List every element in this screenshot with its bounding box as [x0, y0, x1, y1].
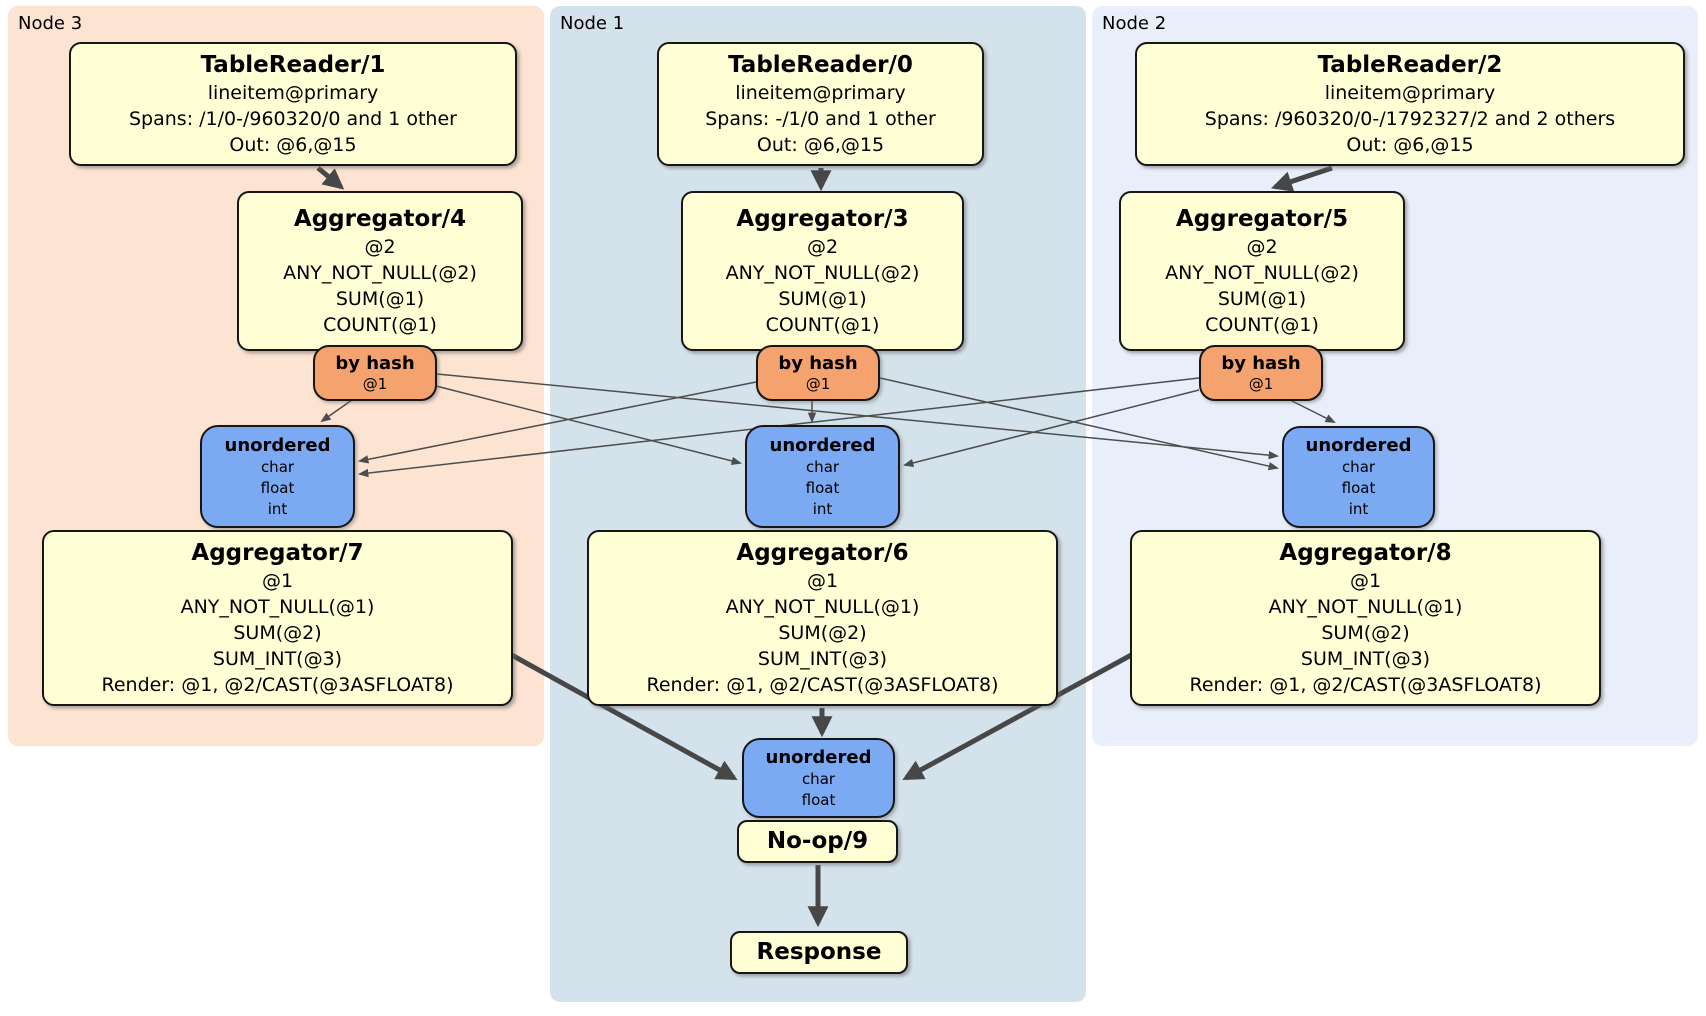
node-aggregator-8: Aggregator/8 @1 ANY_NOT_NULL(@1) SUM(@2)…	[1130, 530, 1601, 706]
node-tablereader-2: TableReader/2 lineitem@primary Spans: /9…	[1135, 42, 1685, 166]
router-columns: @1	[1248, 375, 1274, 393]
node-spans: Spans: -/1/0 and 1 other	[705, 107, 936, 130]
sync-column-type: char	[260, 457, 295, 476]
node-tablereader-0: TableReader/0 lineitem@primary Spans: -/…	[657, 42, 984, 166]
panel-node-1-label: Node 1	[560, 13, 625, 34]
node-agg-fn: SUM(@1)	[1217, 287, 1307, 310]
sync-title: unordered	[1305, 435, 1412, 456]
sync-title: unordered	[769, 434, 876, 456]
node-title: No-op/9	[766, 828, 869, 854]
node-index: lineitem@primary	[1324, 81, 1496, 104]
sync-unordered-final: unordered char float	[742, 738, 895, 818]
node-agg-fn: ANY_NOT_NULL(@2)	[725, 261, 920, 284]
node-agg-fn: SUM(@2)	[233, 621, 322, 644]
node-agg-fn: ANY_NOT_NULL(@1)	[1268, 595, 1463, 618]
sync-unordered-node2: unordered char float int	[1282, 426, 1435, 528]
node-out: Out: @6,@15	[1346, 133, 1474, 156]
sync-column-type: int	[267, 499, 288, 518]
node-render: Render: @1, @2/CAST(@3ASFLOAT8)	[646, 673, 999, 696]
node-out: Out: @6,@15	[229, 133, 357, 156]
node-title: Aggregator/6	[736, 539, 909, 566]
node-groupcols: @2	[806, 235, 839, 258]
router-title: by hash	[1221, 353, 1301, 374]
node-agg-fn: COUNT(@1)	[323, 313, 437, 336]
node-title: TableReader/0	[728, 51, 913, 78]
node-response: Response	[730, 931, 908, 974]
node-spans: Spans: /1/0-/960320/0 and 1 other	[129, 107, 457, 130]
node-aggregator-5: Aggregator/5 @2 ANY_NOT_NULL(@2) SUM(@1)…	[1119, 191, 1405, 351]
sync-column-type: int	[1348, 500, 1369, 518]
node-groupcols: @1	[261, 569, 294, 592]
sync-title: unordered	[224, 434, 331, 456]
node-groupcols: @1	[1349, 569, 1382, 592]
sync-column-type: char	[1341, 458, 1376, 476]
node-out: Out: @6,@15	[756, 133, 885, 156]
node-spans: Spans: /960320/0-/1792327/2 and 2 others	[1204, 107, 1616, 130]
node-agg-fn: ANY_NOT_NULL(@2)	[1165, 261, 1359, 284]
node-agg-fn: SUM(@2)	[778, 621, 867, 644]
sync-column-type: char	[805, 457, 840, 476]
node-agg-fn: COUNT(@1)	[1205, 313, 1319, 336]
node-aggregator-3: Aggregator/3 @2 ANY_NOT_NULL(@2) SUM(@1)…	[681, 191, 964, 351]
node-groupcols: @2	[1246, 235, 1278, 258]
router-by-hash-node3: by hash @1	[313, 345, 437, 401]
node-aggregator-4: Aggregator/4 @2 ANY_NOT_NULL(@2) SUM(@1)…	[237, 191, 523, 351]
node-index: lineitem@primary	[735, 81, 906, 104]
node-title: Aggregator/7	[191, 539, 364, 566]
node-agg-fn: ANY_NOT_NULL(@1)	[180, 595, 375, 618]
node-agg-fn: SUM_INT(@3)	[212, 647, 343, 670]
node-aggregator-6: Aggregator/6 @1 ANY_NOT_NULL(@1) SUM(@2)…	[587, 530, 1058, 706]
node-agg-fn: ANY_NOT_NULL(@1)	[725, 595, 920, 618]
node-agg-fn: SUM(@1)	[778, 287, 867, 310]
node-title: TableReader/1	[200, 51, 386, 78]
node-render: Render: @1, @2/CAST(@3ASFLOAT8)	[101, 673, 454, 696]
node-noop-9: No-op/9	[737, 820, 898, 863]
sync-column-type: float	[801, 790, 836, 809]
sync-column-type: float	[260, 478, 295, 497]
node-groupcols: @2	[364, 235, 396, 258]
router-title: by hash	[335, 353, 415, 374]
router-columns: @1	[362, 375, 388, 393]
node-title: Aggregator/5	[1175, 205, 1349, 232]
sync-title: unordered	[765, 746, 872, 768]
node-groupcols: @1	[806, 569, 839, 592]
node-agg-fn: COUNT(@1)	[765, 313, 880, 336]
node-agg-fn: SUM_INT(@3)	[757, 647, 888, 670]
sync-unordered-node3: unordered char float int	[200, 425, 355, 528]
router-by-hash-node1: by hash @1	[756, 345, 880, 401]
node-title: TableReader/2	[1317, 51, 1503, 78]
node-agg-fn: SUM(@1)	[335, 287, 425, 310]
node-title: Aggregator/3	[736, 205, 909, 232]
sync-column-type: float	[805, 478, 840, 497]
sync-column-type: int	[812, 499, 833, 518]
node-title: Aggregator/4	[293, 205, 467, 232]
node-index: lineitem@primary	[207, 81, 379, 104]
node-agg-fn: ANY_NOT_NULL(@2)	[283, 261, 477, 284]
node-aggregator-7: Aggregator/7 @1 ANY_NOT_NULL(@1) SUM(@2)…	[42, 530, 513, 706]
router-title: by hash	[778, 353, 858, 374]
router-columns: @1	[805, 375, 831, 393]
sync-column-type: float	[1341, 479, 1376, 497]
panel-node-2-label: Node 2	[1102, 13, 1167, 34]
router-by-hash-node2: by hash @1	[1199, 345, 1323, 401]
node-render: Render: @1, @2/CAST(@3ASFLOAT8)	[1189, 673, 1542, 696]
panel-node-3-label: Node 3	[18, 13, 83, 34]
node-agg-fn: SUM_INT(@3)	[1300, 647, 1431, 670]
sync-column-type: char	[801, 769, 836, 788]
node-title: Aggregator/8	[1279, 539, 1452, 566]
node-agg-fn: SUM(@2)	[1321, 621, 1410, 644]
sync-unordered-node1: unordered char float int	[745, 425, 900, 528]
node-tablereader-1: TableReader/1 lineitem@primary Spans: /1…	[69, 42, 517, 166]
node-title: Response	[756, 939, 882, 965]
